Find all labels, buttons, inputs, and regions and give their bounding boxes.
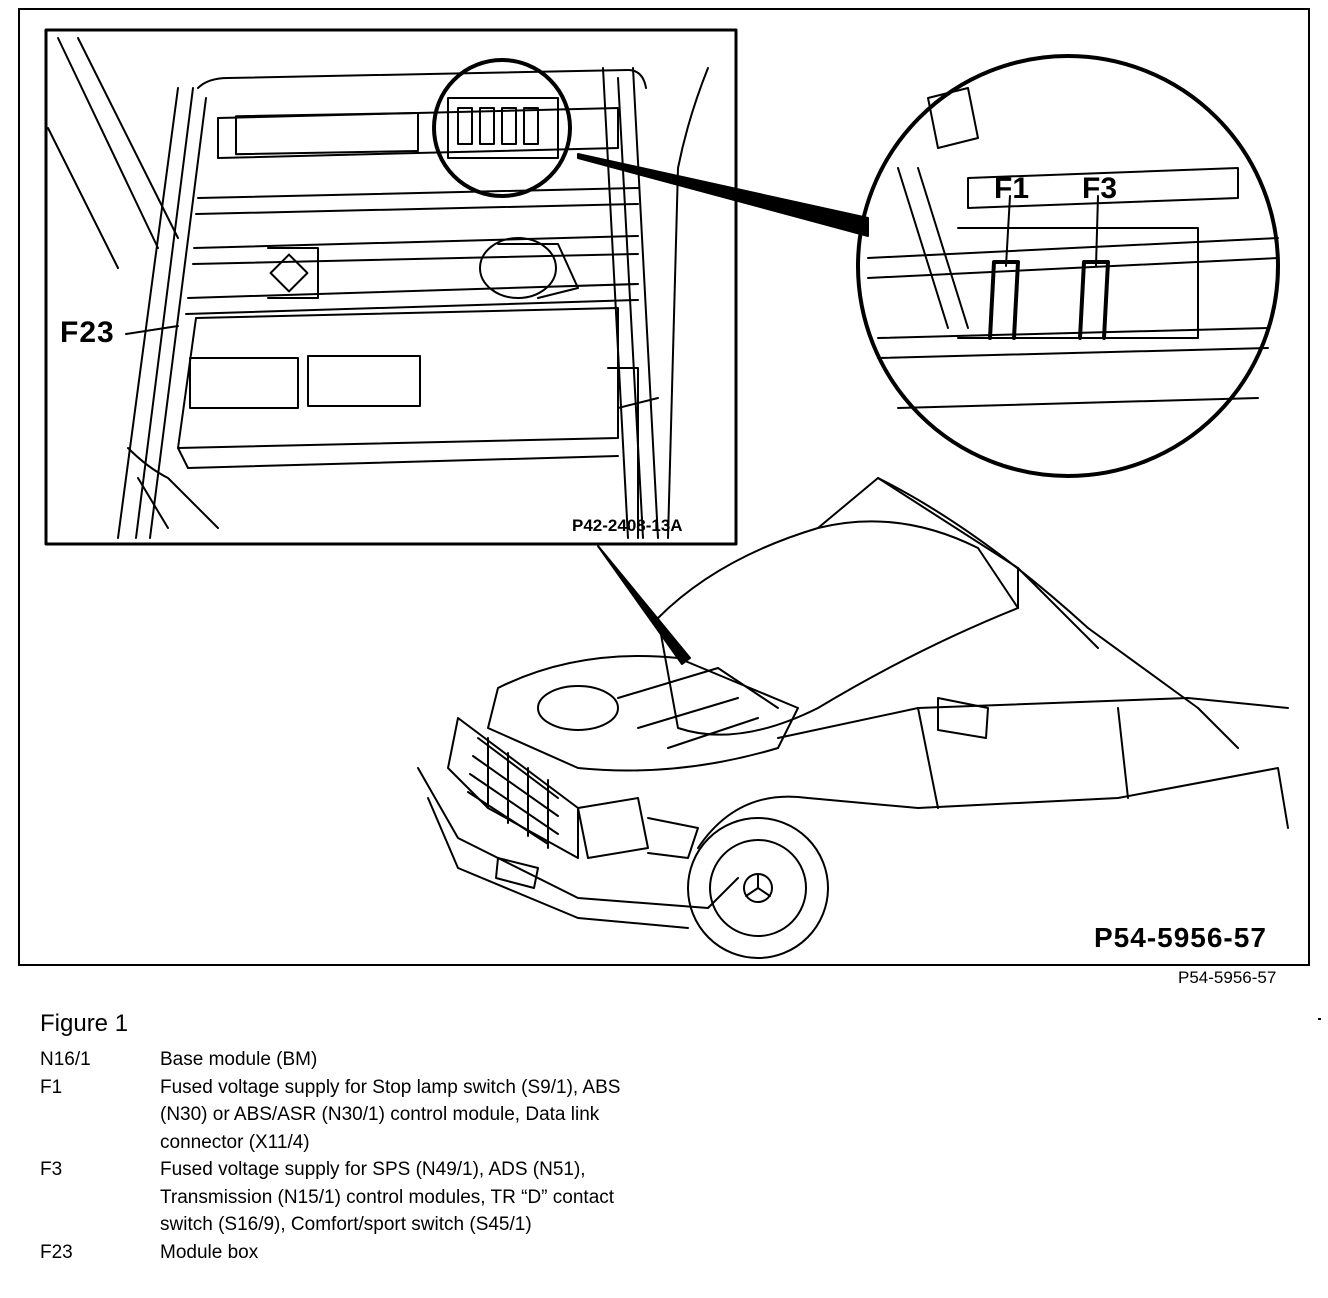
figure-frame — [18, 8, 1310, 966]
zoom-connector — [577, 153, 869, 237]
car-illustration — [417, 477, 1289, 959]
legend-item: F3 Fused voltage supply for SPS (N49/1),… — [40, 1156, 660, 1239]
callout-f1: F1 — [994, 172, 1030, 205]
figure-title: Figure 1 — [40, 1010, 129, 1037]
module-box-inset — [44, 28, 738, 546]
magnified-fuse-detail — [856, 54, 1280, 478]
car-pointer — [597, 545, 691, 665]
callout-f23: F23 — [60, 316, 115, 349]
legend-description: Fused voltage supply for Stop lamp switc… — [160, 1076, 621, 1153]
legend-item: F23 Module box — [40, 1239, 660, 1267]
main-reference-code: P54-5956-57 — [1094, 922, 1267, 953]
legend-item: N16/1 Base module (BM) — [40, 1046, 660, 1074]
callout-f3: F3 — [1082, 172, 1118, 205]
legend-description: Module box — [160, 1241, 259, 1263]
legend-description: Base module (BM) — [160, 1049, 318, 1070]
legend: N16/1 Base module (BM) F1 Fused voltage … — [40, 1046, 660, 1266]
legend-code: N16/1 — [40, 1049, 91, 1070]
legend-description: Fused voltage supply for SPS (N49/1), AD… — [160, 1159, 615, 1235]
legend-code: F1 — [40, 1076, 63, 1098]
scan-mark — [1318, 1018, 1321, 1020]
illustration — [44, 28, 1289, 959]
figure-reference-code: P54-5956-57 — [1178, 968, 1277, 987]
inset-reference-code: P42-2408-13A — [572, 516, 683, 535]
legend-code: F3 — [40, 1159, 63, 1180]
legend-item: F1 Fused voltage supply for Stop lamp sw… — [40, 1074, 660, 1157]
legend-code: F23 — [40, 1241, 73, 1263]
